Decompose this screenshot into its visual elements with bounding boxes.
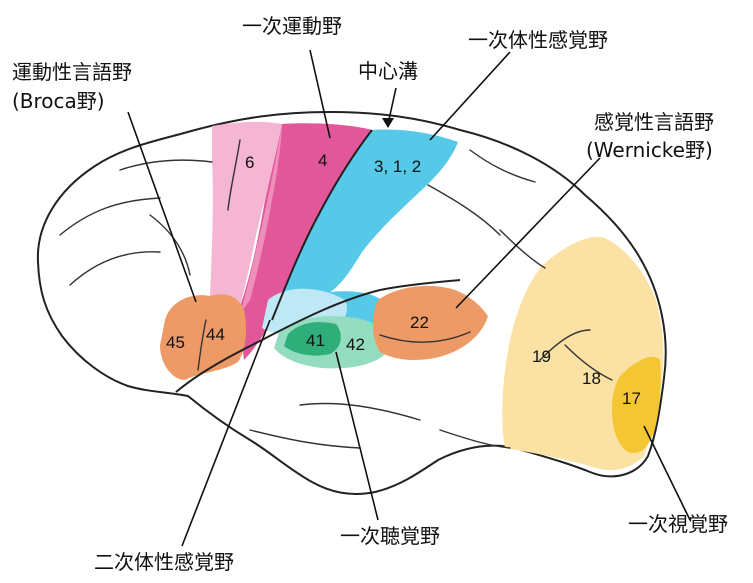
label-primary-somatosensory: 一次体性感覚野 xyxy=(468,28,608,52)
area-4-label: 4 xyxy=(318,151,327,170)
arrow-central-sulcus-icon xyxy=(382,118,394,128)
area-44-label: 44 xyxy=(206,325,225,344)
area-17-region xyxy=(612,356,661,454)
leader-primary-visual xyxy=(643,425,691,521)
area-45-label: 45 xyxy=(166,333,185,352)
leader-primary-auditory xyxy=(335,351,379,521)
sulcus-5 xyxy=(227,139,241,211)
label-secondary-somatosensory: 二次体性感覚野 xyxy=(94,550,234,574)
sulcus-12 xyxy=(249,429,361,449)
sulcus-3 xyxy=(119,159,213,171)
sulcus-7 xyxy=(469,149,536,183)
leader-primary-motor xyxy=(309,49,331,139)
area-6-region xyxy=(210,121,282,312)
auditory-41-region xyxy=(284,322,341,356)
central-sulcus-line xyxy=(271,129,373,321)
sulcus-13 xyxy=(439,429,511,449)
area-18-label: 18 xyxy=(582,369,601,388)
brain-outline xyxy=(36,111,667,495)
area-19-label: 19 xyxy=(532,347,551,366)
wernicke-region xyxy=(372,285,488,360)
area-312-region xyxy=(272,129,458,320)
sulcus-6 xyxy=(427,184,501,236)
lateral-sulcus-line xyxy=(175,279,461,393)
label-primary-motor: 一次運動野 xyxy=(242,14,342,38)
sulcus-15 xyxy=(379,331,471,343)
label-wernicke: (Wernicke野) xyxy=(586,138,713,162)
area-41-label: 41 xyxy=(306,331,325,350)
label-motor-speech: 運動性言語野 xyxy=(12,60,132,84)
label-broca: (Broca野) xyxy=(12,89,105,113)
label-primary-auditory: 一次聴覚野 xyxy=(340,524,440,548)
area-312-label: 3, 1, 2 xyxy=(374,157,421,176)
sulcus-1 xyxy=(59,197,161,236)
area-42-label: 42 xyxy=(346,335,365,354)
leader-wernicke xyxy=(455,157,601,309)
leader-primary-somatosensory xyxy=(429,51,511,141)
sulcus-8 xyxy=(499,229,546,269)
sulcus-4 xyxy=(149,214,191,276)
sulcus-2 xyxy=(69,251,161,286)
label-sensory-speech: 感覚性言語野 xyxy=(594,110,714,134)
label-central-sulcus: 中心溝 xyxy=(358,59,418,83)
leader-secondary-somatosensory xyxy=(181,319,271,547)
leader-broca xyxy=(127,111,197,303)
sulcus-10 xyxy=(539,329,591,361)
label-primary-visual: 一次視覚野 xyxy=(628,512,728,536)
area-22-label: 22 xyxy=(410,313,429,332)
area-17-label: 17 xyxy=(622,389,641,408)
sulcus-9 xyxy=(564,344,613,381)
sulcus-14 xyxy=(197,319,207,371)
area-6-label: 6 xyxy=(245,153,254,172)
sulcus-11 xyxy=(299,402,421,421)
